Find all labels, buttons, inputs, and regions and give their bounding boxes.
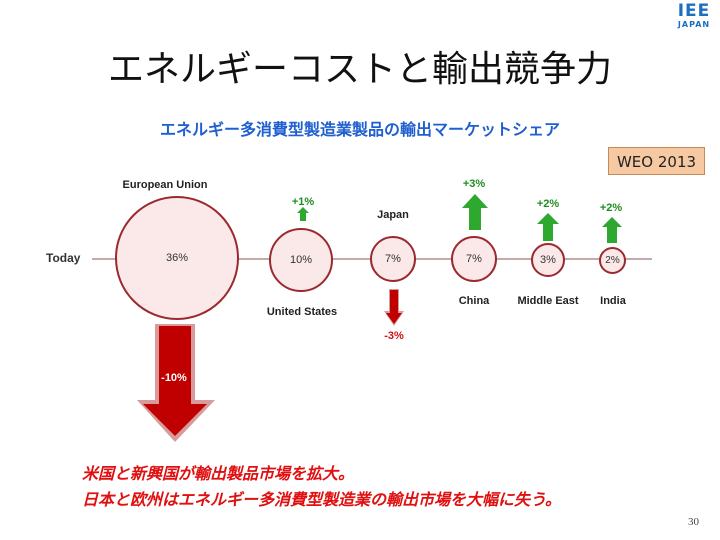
region-label-middle-east: Middle East [517, 295, 579, 307]
region-label-india: India [600, 295, 626, 307]
down-arrow-japan [384, 289, 404, 326]
up-arrow-us [297, 207, 309, 221]
share-circle-india: 2% [599, 247, 626, 274]
up-arrow-china [462, 194, 488, 230]
change-value-middle-east: +2% [536, 198, 560, 210]
change-value-eu: -10% [161, 372, 187, 384]
change-value-india: +2% [599, 202, 623, 214]
share-circle-japan: 7% [370, 236, 416, 282]
change-value-us: +1% [291, 196, 315, 208]
share-circle-middle-east: 3% [531, 243, 565, 277]
axis-label-today: Today [46, 251, 81, 265]
region-label-us: United States [266, 306, 338, 318]
page-number: 30 [688, 516, 699, 528]
share-circle-china: 7% [451, 236, 497, 282]
down-arrow-eu [137, 324, 215, 442]
change-value-china: +3% [462, 178, 486, 190]
share-value-eu: 36% [165, 252, 189, 264]
change-value-japan: -3% [384, 330, 404, 342]
share-value-middle-east: 3% [540, 254, 556, 266]
region-label-japan: Japan [377, 209, 409, 221]
logo-main-text: IEE [677, 1, 711, 21]
share-value-us: 10% [289, 254, 313, 266]
up-arrow-middle-east [537, 213, 559, 241]
slide-title: エネルギーコストと輸出競争力 [107, 49, 612, 90]
up-arrow-india [602, 217, 622, 243]
iee-japan-logo: IEE JAPAN [672, 2, 716, 29]
logo-sub-text: JAPAN [677, 20, 711, 29]
share-value-india: 2% [605, 255, 620, 266]
region-label-eu: European Union [122, 179, 208, 191]
caption-line-1: 米国と新興国が輸出製品市場を拡大。 [82, 464, 355, 483]
source-badge: WEO 2013 [608, 147, 705, 175]
share-circle-us: 10% [269, 228, 333, 292]
caption-line-2: 日本と欧州はエネルギー多消費型製造業の輸出市場を大幅に失う。 [82, 490, 562, 509]
share-value-japan: 7% [385, 253, 401, 265]
share-value-china: 7% [466, 253, 482, 265]
slide-subtitle: エネルギー多消費型製造業製品の輸出マーケットシェア [159, 120, 560, 139]
share-circle-eu: 36% [115, 196, 239, 320]
region-label-china: China [458, 295, 490, 307]
